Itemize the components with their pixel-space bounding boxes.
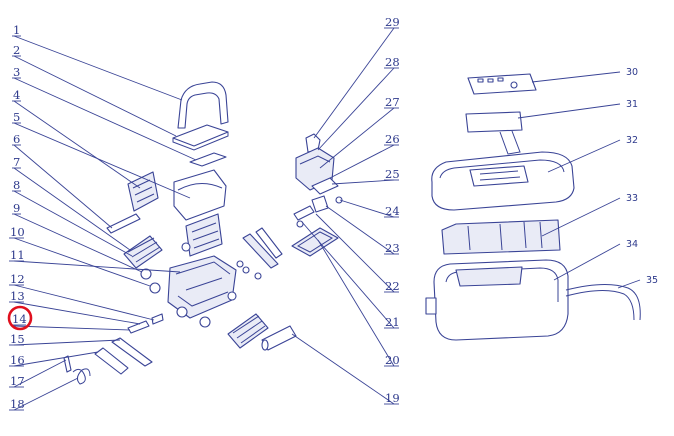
- shaft-part: [293, 205, 315, 221]
- callout-label-7: 7: [13, 155, 20, 169]
- callout-label-33: 33: [626, 193, 638, 204]
- callout-label-30: 30: [626, 67, 638, 78]
- brush-roller-right: [227, 313, 269, 349]
- box-callout-labels: 30 31 32 33 34 35: [626, 67, 658, 286]
- right-callout-labels: 29 28 27 26 25 24 23 22 21 20 19: [384, 15, 400, 405]
- leader-lines: [13, 27, 641, 411]
- callout-label-23: 23: [385, 241, 400, 255]
- base-connector: [425, 297, 437, 315]
- callout-label-15: 15: [10, 332, 25, 346]
- callout-label-22: 22: [385, 279, 400, 293]
- brush-roller-left: [123, 235, 163, 269]
- pin-part: [63, 355, 72, 373]
- callout-label-21: 21: [385, 315, 400, 329]
- callout-label-17: 17: [10, 374, 25, 388]
- screw-part: [335, 196, 343, 204]
- roller-bar-part: [106, 213, 141, 234]
- callout-label-19: 19: [385, 391, 400, 405]
- callout-label-14: 14: [12, 312, 27, 326]
- callout-label-2: 2: [13, 43, 20, 57]
- label-part: [465, 111, 523, 133]
- spring-part: [72, 368, 91, 385]
- callout-label-8: 8: [13, 178, 20, 192]
- clip-part-b: [127, 320, 150, 334]
- callout-label-18: 18: [10, 397, 25, 411]
- callout-label-5: 5: [13, 110, 20, 124]
- robot-cleaner-parts: [63, 81, 297, 385]
- highlight-circle: [7, 305, 33, 331]
- handle-part: [177, 81, 229, 129]
- callout-label-9: 9: [13, 201, 20, 215]
- callout-label-35: 35: [646, 275, 658, 286]
- callout-label-20: 20: [385, 353, 400, 367]
- callout-label-13: 13: [10, 289, 25, 303]
- callout-label-29: 29: [385, 15, 400, 29]
- impeller-part: [311, 195, 329, 213]
- callout-label-4: 4: [13, 88, 20, 102]
- gear-part-b: [149, 282, 161, 294]
- callout-label-16: 16: [10, 353, 25, 367]
- filter-plate-part: [291, 227, 339, 257]
- callout-label-31: 31: [626, 99, 638, 110]
- callout-label-25: 25: [385, 167, 400, 181]
- power-supply-parts: [425, 73, 641, 341]
- callout-label-6: 6: [13, 132, 20, 146]
- gear-part-a: [140, 268, 152, 280]
- top-plate-part: [189, 152, 227, 167]
- callout-label-27: 27: [385, 95, 400, 109]
- callout-label-34: 34: [626, 239, 638, 250]
- top-housing-part: [173, 169, 227, 221]
- track-part-b: [94, 347, 129, 375]
- callout-label-11: 11: [10, 248, 25, 262]
- gear-part-c: [181, 242, 191, 252]
- callout-label-3: 3: [13, 65, 20, 79]
- callout-label-28: 28: [385, 55, 400, 69]
- side-filter-part: [185, 213, 223, 257]
- callout-label-10: 10: [10, 225, 25, 239]
- clip-part-a: [151, 313, 164, 325]
- callout-label-32: 32: [626, 135, 638, 146]
- callout-label-26: 26: [385, 132, 400, 146]
- callout-label-12: 12: [10, 272, 25, 286]
- power-cable-part: [565, 284, 641, 321]
- callout-label-24: 24: [385, 204, 400, 218]
- box-lid-window: [469, 165, 529, 187]
- motor-plate-part: [311, 177, 339, 195]
- side-brush-bar-2: [255, 227, 283, 259]
- control-panel-part: [467, 73, 537, 95]
- track-part-a: [111, 337, 153, 367]
- connector-part: [305, 133, 321, 153]
- callout-label-1: 1: [13, 23, 20, 37]
- side-brush-bar: [242, 233, 279, 269]
- motor-parts: [291, 133, 343, 257]
